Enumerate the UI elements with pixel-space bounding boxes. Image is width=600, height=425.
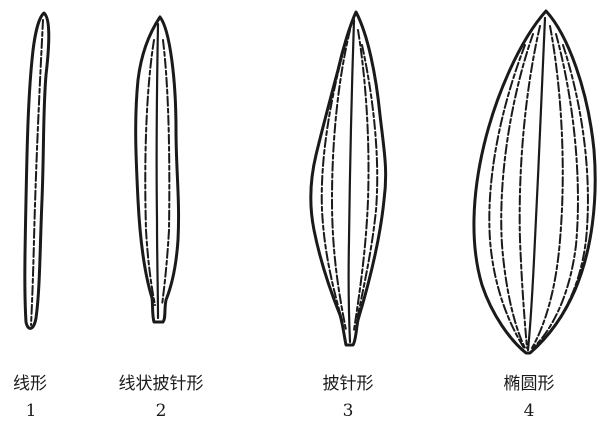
leaf-linear-name: 线形 (13, 374, 47, 394)
leaf-elliptic-midrib (528, 18, 545, 350)
leaf-lanceolate-vein-right-outer (357, 45, 377, 320)
leaf-linear-lanceolate-midrib (157, 24, 158, 318)
leaf-linear-outline (25, 13, 49, 328)
leaf-lanceolate (311, 12, 386, 345)
leaf-elliptic-name: 椭圆形 (504, 374, 555, 394)
leaf-elliptic (474, 11, 595, 353)
leaf-linear-lanceolate-vein-right (162, 40, 169, 305)
leaf-lanceolate-midrib (349, 20, 354, 342)
leaf-linear-number: 1 (26, 401, 37, 421)
leaf-elliptic-number: 4 (524, 401, 535, 421)
leaf-lanceolate-vein-left-inner (332, 30, 350, 330)
leaf-linear-lanceolate-name: 线状披针形 (119, 374, 204, 394)
leaf-linear (25, 13, 49, 328)
leaf-linear-lanceolate (136, 17, 179, 322)
leaf-linear-lanceolate-vein-left (145, 40, 155, 305)
leaf-lanceolate-name: 披针形 (323, 374, 374, 394)
leaf-lanceolate-number: 3 (343, 401, 354, 421)
leaf-linear-lanceolate-number: 2 (156, 401, 167, 421)
